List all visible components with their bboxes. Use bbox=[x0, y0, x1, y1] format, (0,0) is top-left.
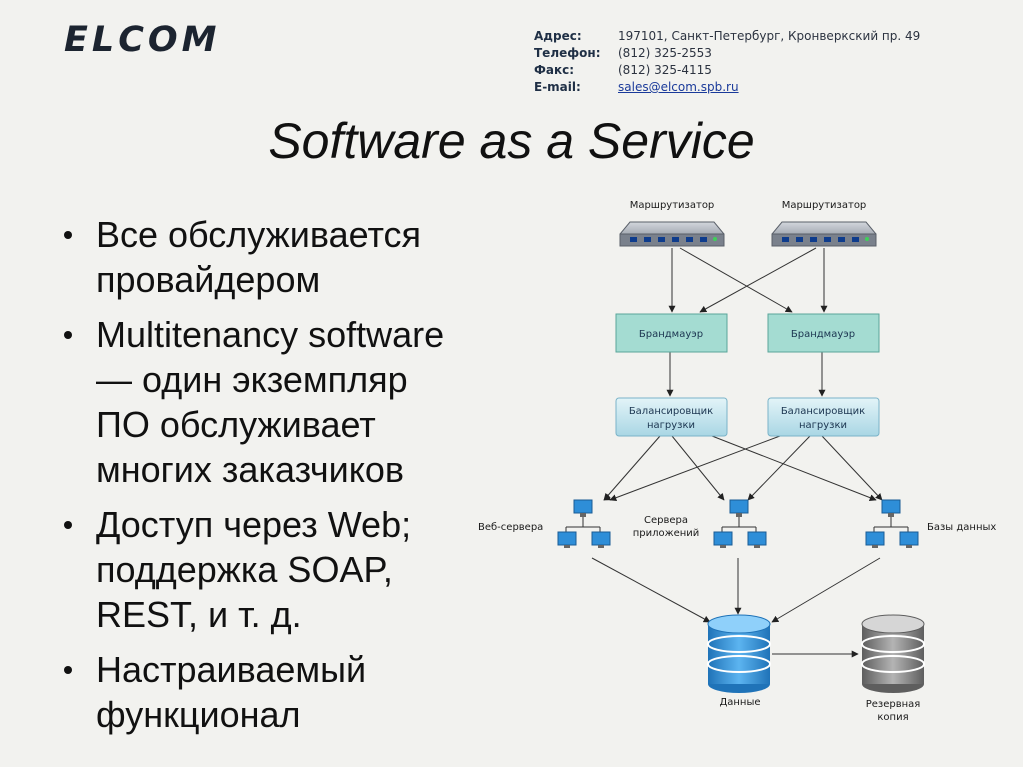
web-servers-icon bbox=[557, 499, 611, 548]
data-label: Данные bbox=[719, 697, 760, 708]
contact-info: Адрес: 197101, Санкт-Петербург, Кронверк… bbox=[534, 28, 920, 96]
bullet-item: Доступ через Web; поддержка SOAP, REST, … bbox=[64, 502, 514, 637]
app-servers-icon bbox=[713, 499, 767, 548]
balancer-label-line1: Балансировщик bbox=[629, 406, 713, 417]
firewall-label: Брандмауэр bbox=[639, 329, 703, 340]
contact-label: Адрес: bbox=[534, 29, 582, 43]
contact-fax: Факс: (812) 325-4115 bbox=[534, 62, 920, 79]
db-servers-label: Базы данных bbox=[927, 522, 996, 533]
app-servers-label-line2: приложений bbox=[633, 528, 700, 539]
bullet-line: Multitenancy software bbox=[96, 314, 445, 355]
bullet-line: провайдером bbox=[96, 259, 321, 300]
bullet-line: многих заказчиков bbox=[96, 449, 405, 490]
contact-phone: Телефон: (812) 325-2553 bbox=[534, 45, 920, 62]
backup-database-icon bbox=[861, 614, 925, 693]
contact-value: 197101, Санкт-Петербург, Кронверкский пр… bbox=[618, 29, 921, 43]
balancer-label-line2: нагрузки bbox=[647, 420, 695, 431]
contact-value: (812) 325-2553 bbox=[618, 46, 712, 60]
firewall-label: Брандмауэр bbox=[791, 329, 855, 340]
bullet-dot-icon bbox=[64, 521, 72, 529]
bullet-line: Настраиваемый bbox=[96, 649, 367, 690]
elcom-logo: ELCOM bbox=[64, 20, 221, 60]
bullet-line: ПО обслуживает bbox=[96, 404, 376, 445]
balancer-label-line1: Балансировщик bbox=[781, 406, 865, 417]
bullet-dot-icon bbox=[64, 331, 72, 339]
router-label: Маршрутизатор bbox=[630, 200, 715, 211]
firewall-box: Брандмауэр bbox=[615, 313, 728, 353]
bullet-line: REST, и т. д. bbox=[96, 594, 302, 635]
contact-email: E-mail: sales@elcom.spb.ru bbox=[534, 79, 920, 96]
connectors-cross bbox=[603, 435, 877, 502]
connectors bbox=[591, 247, 883, 658]
bullet-line: функционал bbox=[96, 694, 301, 735]
bullet-dot-icon bbox=[64, 231, 72, 239]
bullet-line: Доступ через Web; bbox=[96, 504, 412, 545]
bullet-dot-icon bbox=[64, 666, 72, 674]
contact-address: Адрес: 197101, Санкт-Петербург, Кронверк… bbox=[534, 28, 920, 45]
bullet-item: Настраиваемый функционал bbox=[64, 647, 514, 737]
email-link[interactable]: sales@elcom.spb.ru bbox=[618, 80, 739, 94]
contact-label: Телефон: bbox=[534, 46, 601, 60]
bullet-line: — один экземпляр bbox=[96, 359, 408, 400]
db-servers-icon bbox=[865, 499, 919, 548]
database-icon bbox=[707, 614, 771, 693]
balancer-label-line2: нагрузки bbox=[799, 420, 847, 431]
router-icon bbox=[771, 221, 877, 247]
contact-label: Факс: bbox=[534, 63, 575, 77]
app-servers-label-line1: Сервера bbox=[644, 515, 688, 526]
bullet-line: Все обслуживается bbox=[96, 214, 422, 255]
backup-label-line2: копия bbox=[877, 712, 908, 723]
slide-title: Software as a Service bbox=[268, 113, 755, 169]
router-icon bbox=[619, 221, 725, 247]
contact-value: (812) 325-4115 bbox=[618, 63, 712, 77]
bullet-list: Все обслуживается провайдером Multitenan… bbox=[64, 212, 514, 747]
firewall-box: Брандмауэр bbox=[767, 313, 880, 353]
load-balancer-box: Балансировщик нагрузки bbox=[767, 397, 880, 437]
bullet-item: Все обслуживается провайдером bbox=[64, 212, 514, 302]
web-servers-label: Веб-сервера bbox=[478, 522, 543, 533]
bullet-item: Multitenancy software — один экземпляр П… bbox=[64, 312, 514, 492]
backup-label-line1: Резервная bbox=[866, 699, 921, 710]
load-balancer-box: Балансировщик нагрузки bbox=[615, 397, 728, 437]
contact-label: E-mail: bbox=[534, 80, 581, 94]
router-label: Маршрутизатор bbox=[782, 200, 867, 211]
bullet-line: поддержка SOAP, bbox=[96, 549, 393, 590]
